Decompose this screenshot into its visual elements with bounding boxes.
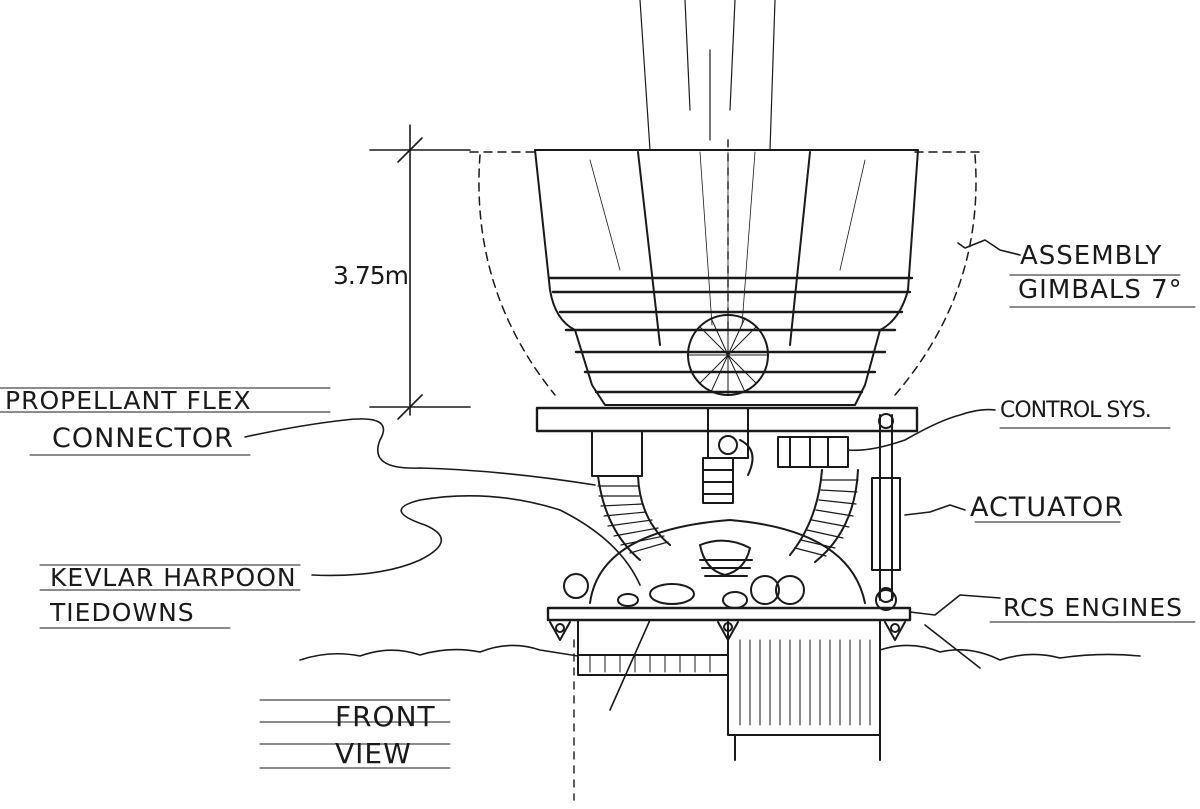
lander-deck: [546, 606, 912, 622]
kevlar-label-line2: TIEDOWNS: [50, 598, 195, 627]
propellant-label-line2: CONNECTOR: [52, 423, 234, 454]
reference-dashed-lines: [573, 139, 729, 801]
gimbal-envelope: [469, 151, 981, 396]
leader-actuator: [904, 504, 966, 516]
propellant-flex-connector-left: [591, 430, 671, 561]
central-mount: [702, 407, 754, 504]
leader-rcs-lower: [924, 624, 981, 669]
terrain-line: [299, 644, 1141, 661]
assembly-label-line1: ASSEMBLY: [1020, 241, 1163, 271]
front-view-label-line1: FRONT: [335, 700, 436, 733]
label-rules: [0, 274, 1196, 769]
gimbal-frame: [535, 406, 919, 433]
leader-propellant: [244, 418, 596, 486]
height-dimension-label: 3.75m: [333, 261, 409, 290]
base-skirt: [577, 619, 881, 761]
deck-fittings: [549, 573, 906, 641]
leader-rcs: [909, 594, 1001, 616]
exhaust-plume-lines: [639, 0, 776, 151]
control-sys-label: CONTROL SYS.: [1000, 398, 1152, 423]
lander-dome: [589, 519, 866, 609]
assembly-label-line2: GIMBALS 7°: [1018, 275, 1183, 305]
leader-kevlar: [311, 494, 641, 586]
control-system-box: [777, 436, 849, 468]
kevlar-label-line1: KEVLAR HARPOON: [50, 563, 297, 592]
leader-kevlar-lower: [609, 619, 651, 711]
leader-lines: [244, 239, 1021, 711]
leader-assembly: [957, 239, 1021, 256]
height-dimension-line: [369, 124, 471, 420]
actuator-strut: [871, 413, 901, 603]
leader-control: [847, 408, 996, 452]
front-view-label-line2: VIEW: [335, 737, 412, 770]
engine-nozzle-cluster: [534, 149, 919, 406]
actuator-label: ACTUATOR: [970, 492, 1124, 523]
propellant-label-line1: PROPELLANT FLEX: [5, 386, 252, 415]
propellant-flex-connector-right: [789, 469, 859, 563]
rcs-engines-label: RCS ENGINES: [1003, 593, 1184, 622]
